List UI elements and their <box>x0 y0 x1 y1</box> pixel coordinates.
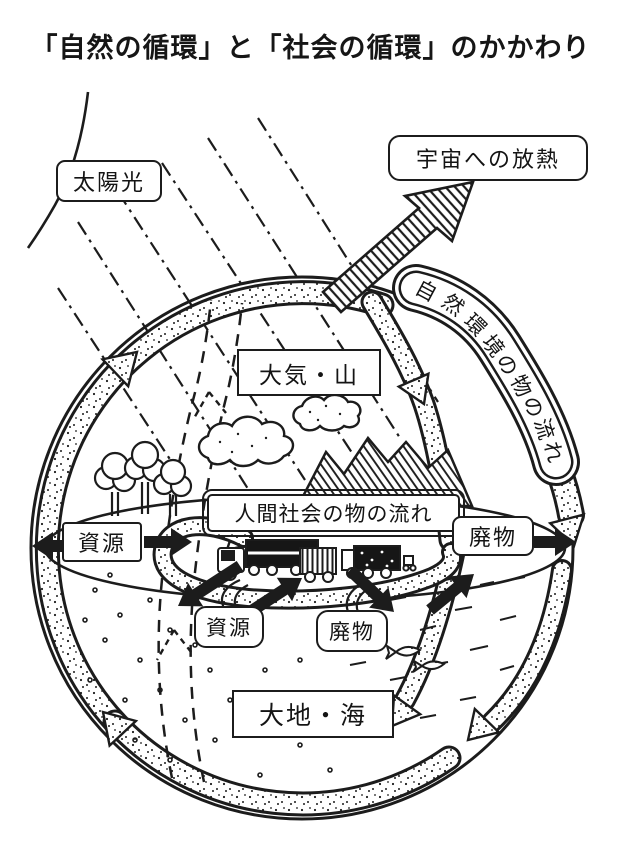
space-radiation-arrow <box>321 180 475 314</box>
sunlight-label: 太陽光 <box>56 160 162 202</box>
society-flow-label: 人間社会の物の流れ <box>202 489 465 537</box>
space-radiation-label: 宇宙への放熱 <box>388 135 588 181</box>
page-title: 「自然の循環」と「社会の循環」のかかわり <box>30 33 591 64</box>
fish-icon <box>385 643 446 673</box>
mountain-icon <box>295 435 474 508</box>
sun-icon <box>26 91 90 249</box>
atmosphere-mountain-label: 大気・山 <box>237 349 381 396</box>
waste-underground-label: 廃物 <box>316 610 388 652</box>
nature-flow-banner <box>392 264 580 486</box>
resource-waste-arrows <box>32 528 576 617</box>
tree-icon <box>93 440 193 516</box>
resource-input-label: 資源 <box>62 522 142 562</box>
waste-output-label: 廃物 <box>452 516 534 556</box>
resource-underground-label: 資源 <box>194 606 264 648</box>
bubble-tails <box>220 578 369 613</box>
truck-icon <box>217 539 417 583</box>
land-sea-label: 大地・海 <box>232 690 394 738</box>
cloud-icon <box>197 393 362 468</box>
dashed-arrowheads <box>155 391 227 661</box>
globe-circle <box>29 275 575 821</box>
